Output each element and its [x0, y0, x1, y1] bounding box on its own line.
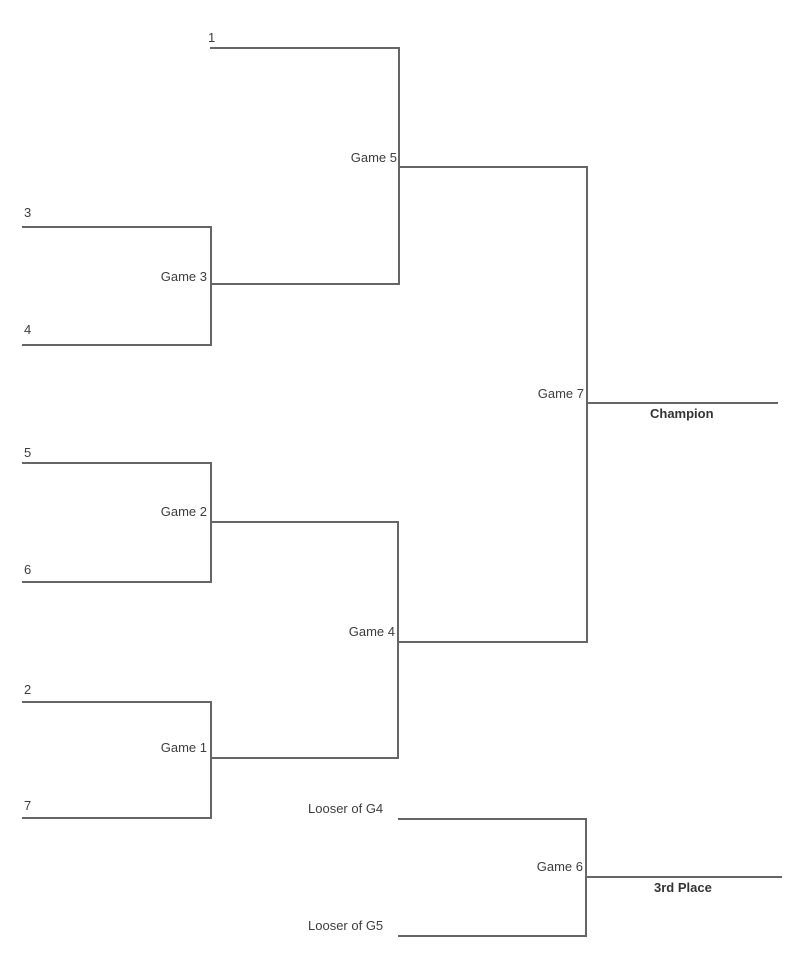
game-1-winner-line — [210, 757, 399, 759]
seed-6-label: 6 — [24, 562, 32, 577]
game-1-bracket-line — [210, 701, 212, 819]
seed-2-line — [22, 701, 212, 703]
third-place-label: 3rd Place — [654, 880, 712, 895]
third-place-line — [585, 876, 782, 878]
game-1-label: Game 1 — [160, 740, 207, 755]
game-5-label: Game 5 — [350, 150, 397, 165]
game-2-winner-line — [210, 521, 399, 523]
seed-7-line — [22, 817, 212, 819]
champion-label: Champion — [650, 406, 714, 421]
seed-5-label: 5 — [24, 445, 32, 460]
champion-line — [586, 402, 778, 404]
game-3-label: Game 3 — [160, 269, 207, 284]
seed-4-line — [22, 344, 212, 346]
looser-g4-line — [398, 818, 587, 820]
game-2-label: Game 2 — [160, 504, 207, 519]
game-7-label: Game 7 — [537, 386, 584, 401]
seed-1-label: 1 — [208, 30, 216, 45]
seed-5-line — [22, 462, 212, 464]
seed-2-label: 2 — [24, 682, 32, 697]
seed-3-line — [22, 226, 212, 228]
game-7-bracket-line — [586, 166, 588, 643]
seed-7-label: 7 — [24, 798, 32, 813]
game-3-bracket-line — [210, 226, 212, 346]
looser-g5-label: Looser of G5 — [308, 918, 384, 933]
game-5-winner-line — [398, 166, 588, 168]
game-4-winner-line — [397, 641, 588, 643]
seed-3-label: 3 — [24, 205, 32, 220]
seed-1-line — [210, 47, 400, 49]
game-4-label: Game 4 — [348, 624, 395, 639]
game-3-winner-line — [210, 283, 400, 285]
seed-6-line — [22, 581, 212, 583]
seed-4-label: 4 — [24, 322, 32, 337]
looser-g4-label: Looser of G4 — [308, 801, 384, 816]
game-4-bracket-line — [397, 521, 399, 759]
game-6-label: Game 6 — [536, 859, 583, 874]
looser-g5-line — [398, 935, 587, 937]
